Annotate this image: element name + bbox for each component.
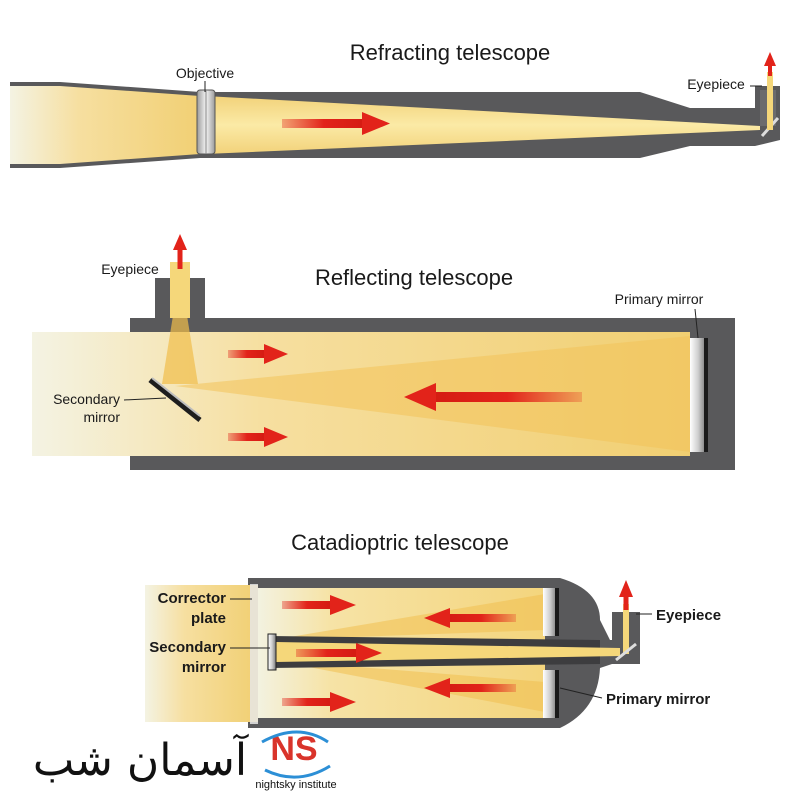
catadioptric-primary-mirror-bottom — [543, 670, 557, 718]
reflecting-eyepiece-arrow — [173, 234, 187, 269]
corrector-label-2: plate — [191, 610, 226, 627]
catadioptric-title: Catadioptric telescope — [291, 530, 509, 555]
catadioptric-incoming-light — [145, 585, 258, 722]
reflecting-eyepiece-beam — [162, 272, 198, 384]
refracting-light-arrow — [282, 112, 390, 135]
logo-english-text: nightsky institute — [255, 779, 336, 791]
refracting-telescope: Refracting telescope Objective Eyepiece — [10, 40, 780, 168]
reflecting-telescope: Reflecting telescope — [32, 234, 735, 470]
catadioptric-primary-mirror-top — [543, 588, 557, 636]
catadioptric-secondary-label-2: mirror — [182, 659, 226, 676]
catadioptric-diagonal — [615, 642, 637, 662]
refracting-converging-beam — [205, 96, 760, 154]
catadioptric-arrow-1 — [282, 595, 356, 615]
refracting-eyepiece-arrow — [764, 52, 776, 76]
reflecting-title: Reflecting telescope — [315, 265, 513, 290]
reflecting-arrow-top — [228, 344, 288, 364]
reflecting-primary-mirror-label: Primary mirror — [615, 291, 704, 307]
logo-persian-text: آسمان شب — [33, 733, 249, 786]
catadioptric-arrow-5 — [282, 692, 356, 712]
catadioptric-arrow-3 — [296, 643, 382, 663]
reflecting-secondary-label-1: Secondary — [53, 391, 120, 407]
refracting-incoming-light — [10, 86, 205, 164]
reflecting-secondary-mirror — [148, 378, 202, 422]
catadioptric-secondary-mirror — [267, 633, 277, 671]
reflecting-arrow-return — [404, 383, 582, 411]
reflecting-primary-mirror — [690, 338, 706, 452]
catadioptric-eyepiece-label: Eyepiece — [656, 607, 721, 624]
reflecting-eyepiece-label: Eyepiece — [101, 261, 159, 277]
catadioptric-secondary-label-1: Secondary — [149, 639, 226, 656]
reflecting-secondary-label-2: mirror — [83, 409, 120, 425]
refracting-eyepiece-label: Eyepiece — [687, 76, 745, 92]
objective-label: Objective — [176, 65, 235, 81]
catadioptric-eyepiece-arrow — [619, 580, 633, 610]
corrector-plate — [250, 584, 258, 724]
refracting-title: Refracting telescope — [350, 40, 551, 65]
catadioptric-primary-mirror-label: Primary mirror — [606, 691, 710, 708]
corrector-label-1: Corrector — [158, 590, 227, 607]
catadioptric-arrow-4 — [424, 678, 516, 698]
reflecting-arrow-bottom — [228, 427, 288, 447]
nightsky-logo: آسمان شب NS nightsky institute — [33, 730, 337, 791]
catadioptric-arrow-2 — [424, 608, 516, 628]
catadioptric-telescope: Catadioptric telescope — [145, 530, 721, 728]
